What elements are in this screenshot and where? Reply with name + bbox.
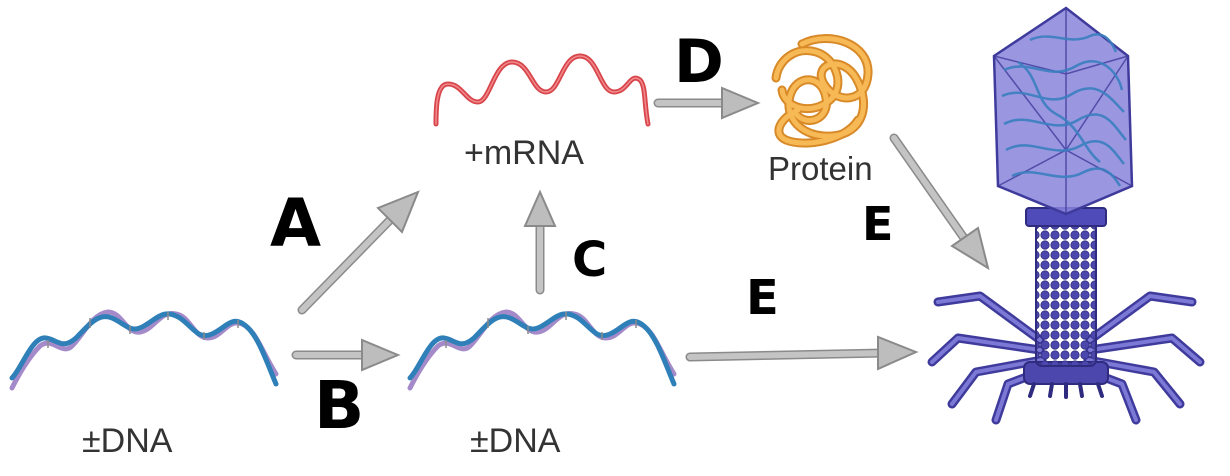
- phage-head-capsid: [992, 6, 1134, 216]
- phage-base-plate: [1023, 361, 1109, 399]
- protein-tangle: [771, 34, 873, 148]
- mrna-strand: [433, 53, 651, 127]
- arrow-e-protein-to-phage: [889, 133, 990, 271]
- step-label-b: B: [314, 367, 364, 444]
- arrow-e-dna-to-phage: [685, 335, 919, 371]
- dna-helix-middle: [407, 309, 677, 391]
- step-label-e-lower: E: [746, 270, 779, 326]
- dna-left-label: ±DNA: [82, 422, 173, 460]
- protein-label: Protein: [768, 150, 873, 187]
- step-label-d: D: [674, 27, 724, 97]
- mrna-label: +mRNA: [464, 134, 584, 172]
- dna-middle-label: ±DNA: [470, 422, 561, 460]
- bacteriophage: [927, 6, 1205, 425]
- phage-tail-sheath: [1035, 221, 1097, 367]
- arrow-d-mrna-to-protein: [653, 86, 761, 120]
- phage-dna-inside: [1001, 33, 1127, 187]
- step-label-e-upper: E: [862, 197, 893, 251]
- step-label-a: A: [270, 185, 321, 262]
- dna-helix-left: [9, 309, 279, 391]
- arrow-c-dna-to-mrna: [523, 189, 557, 295]
- step-label-c: C: [572, 232, 607, 288]
- arrow-a-dna-to-mrna: [297, 190, 420, 315]
- arrow-b-dna-to-dna: [291, 338, 401, 372]
